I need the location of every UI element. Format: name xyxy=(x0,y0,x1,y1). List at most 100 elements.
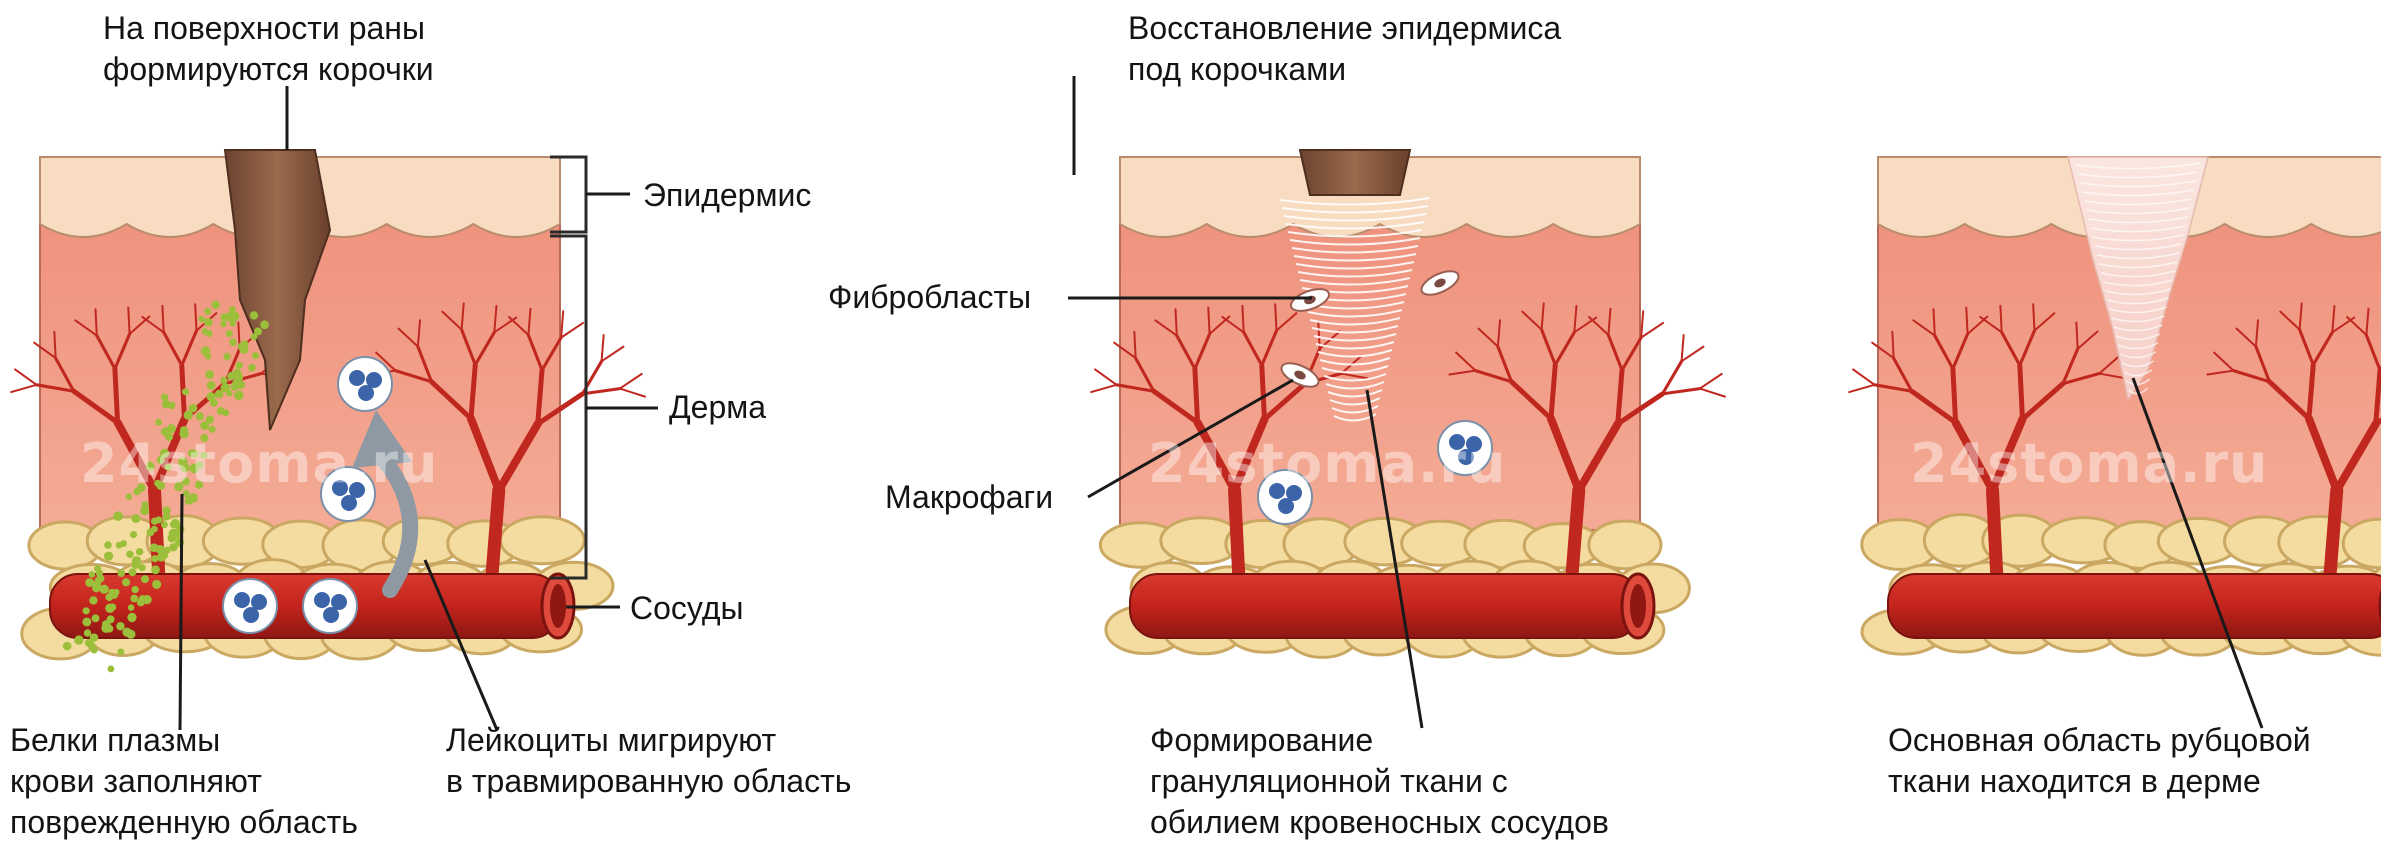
capillary-branch xyxy=(1208,308,1209,334)
fat-lobule xyxy=(1589,521,1661,569)
label-granulation-line-3: обилием кровеносных сосудов xyxy=(1150,802,1609,843)
plasma-protein-dot xyxy=(116,622,124,630)
plasma-protein-dot xyxy=(113,511,123,521)
leukocyte-nucleus-lobe xyxy=(323,607,339,623)
plasma-protein-dot xyxy=(74,635,83,644)
watermark-2: 24stoma.ru xyxy=(1148,432,1507,495)
leukocyte-nucleus-lobe xyxy=(341,495,357,511)
plasma-protein-dot xyxy=(142,595,151,604)
capillary-branch xyxy=(95,309,96,335)
plasma-protein-dot xyxy=(101,624,110,633)
plasma-protein-dot xyxy=(217,407,225,415)
capillary-branch xyxy=(620,374,642,389)
label-scabs-line-2: формируются корочки xyxy=(103,49,434,90)
label-dermis: Дерма xyxy=(669,387,766,428)
plasma-protein-dot xyxy=(155,419,162,426)
capillary-branch xyxy=(1175,309,1176,335)
label-granulation-line-2: грануляционной ткани с xyxy=(1150,761,1609,802)
label-granulation: Формирование грануляционной ткани с обил… xyxy=(1150,720,1609,843)
capillary-branch xyxy=(1095,369,1116,384)
plasma-protein-dot xyxy=(92,614,100,622)
capillary-branch xyxy=(561,311,563,337)
capillary-branch xyxy=(1966,308,1967,334)
plasma-protein-dot xyxy=(90,646,98,654)
leukocyte-membrane xyxy=(338,357,392,411)
plasma-protein-dot xyxy=(260,320,269,329)
label-epidermis-restore: Восстановление эпидермиса под корочками xyxy=(1128,8,1561,90)
plasma-protein-dot xyxy=(150,543,159,552)
plasma-protein-dot xyxy=(151,526,158,533)
plasma-protein-dot xyxy=(215,390,224,399)
leukocyte-membrane xyxy=(303,579,357,633)
label-leukocytes-line-2: в травмированную область xyxy=(446,761,851,802)
plasma-protein-dot xyxy=(109,590,116,597)
leukocyte-nucleus-lobe xyxy=(1278,498,1294,514)
capillary-branch xyxy=(1682,347,1704,362)
plasma-protein-dot xyxy=(136,548,144,556)
plasma-protein-dot xyxy=(126,550,133,557)
label-plasma-line-2: крови заполняют xyxy=(10,761,358,802)
capillary-branch xyxy=(15,369,36,384)
label-granulation-line-1: Формирование xyxy=(1150,720,1609,761)
capillary-branch xyxy=(1849,385,1874,392)
capillary-branch xyxy=(1953,369,1956,423)
capillary-branch xyxy=(1662,361,1681,394)
plasma-protein-dot xyxy=(117,648,124,655)
capillary-branch xyxy=(1700,389,1725,397)
plasma-protein-dot xyxy=(171,519,180,528)
capillary-branch xyxy=(162,306,163,332)
capillary-branch xyxy=(582,389,619,394)
label-scabs-form: На поверхности раны формируются корочки xyxy=(103,8,434,90)
plasma-protein-dot xyxy=(151,518,158,525)
plasma-protein-dot xyxy=(105,604,114,613)
capillary-branch xyxy=(1641,323,1663,338)
capillary-branch xyxy=(1262,365,1265,419)
blood-vessel xyxy=(1130,574,1640,638)
capillary-branch xyxy=(1275,304,1276,330)
label-restore-line-2: под корочками xyxy=(1128,49,1561,90)
label-restore-line-1: Восстановление эпидермиса xyxy=(1128,8,1561,49)
plasma-protein-dot xyxy=(182,388,189,395)
plasma-protein-dot xyxy=(104,551,113,560)
capillary-branch xyxy=(195,304,196,330)
label-plasma-line-3: поврежденную область xyxy=(10,802,358,843)
plasma-protein-dot xyxy=(130,595,138,603)
plasma-protein-dot xyxy=(116,542,123,549)
plasma-protein-dot xyxy=(210,399,218,407)
plasma-protein-dot xyxy=(108,665,115,672)
plasma-protein-dot xyxy=(122,578,130,586)
plasma-protein-dot xyxy=(226,390,233,397)
plasma-protein-dot xyxy=(223,353,230,360)
plasma-protein-dot xyxy=(104,541,112,549)
plasma-protein-dot xyxy=(184,411,193,420)
plasma-protein-dot xyxy=(220,377,227,384)
plasma-protein-dot xyxy=(168,402,175,409)
label-plasma-proteins: Белки плазмы крови заполняют поврежденну… xyxy=(10,720,358,843)
plasma-protein-dot xyxy=(138,564,145,571)
plasma-protein-dot xyxy=(140,506,149,515)
plasma-protein-dot xyxy=(202,328,208,334)
plasma-protein-dot xyxy=(207,382,214,389)
label-fibroblasts: Фибробласты xyxy=(828,277,1031,318)
plasma-protein-dot xyxy=(132,514,141,523)
label-scar-line-2: ткани находится в дерме xyxy=(1888,761,2311,802)
plasma-protein-dot xyxy=(249,364,256,371)
plasma-protein-dot xyxy=(234,391,244,401)
plasma-protein-dot xyxy=(204,318,213,327)
plasma-protein-dot xyxy=(130,531,137,538)
capillary-branch xyxy=(2076,323,2077,349)
capillary-branch xyxy=(1641,311,1643,337)
capillary-branch xyxy=(1853,369,1874,384)
plasma-protein-dot xyxy=(89,571,96,578)
capillary-branch xyxy=(11,385,36,392)
plasma-protein-dot xyxy=(250,311,258,319)
label-fibroblasts-text: Фибробласты xyxy=(828,277,1031,318)
plasma-leader xyxy=(180,494,182,730)
plasma-protein-dot xyxy=(157,553,166,562)
plasma-protein-dot xyxy=(205,370,214,379)
capillary-branch xyxy=(2033,304,2034,330)
label-leukocytes-line-1: Лейкоциты мигрируют xyxy=(446,720,851,761)
leukocyte xyxy=(303,579,357,633)
